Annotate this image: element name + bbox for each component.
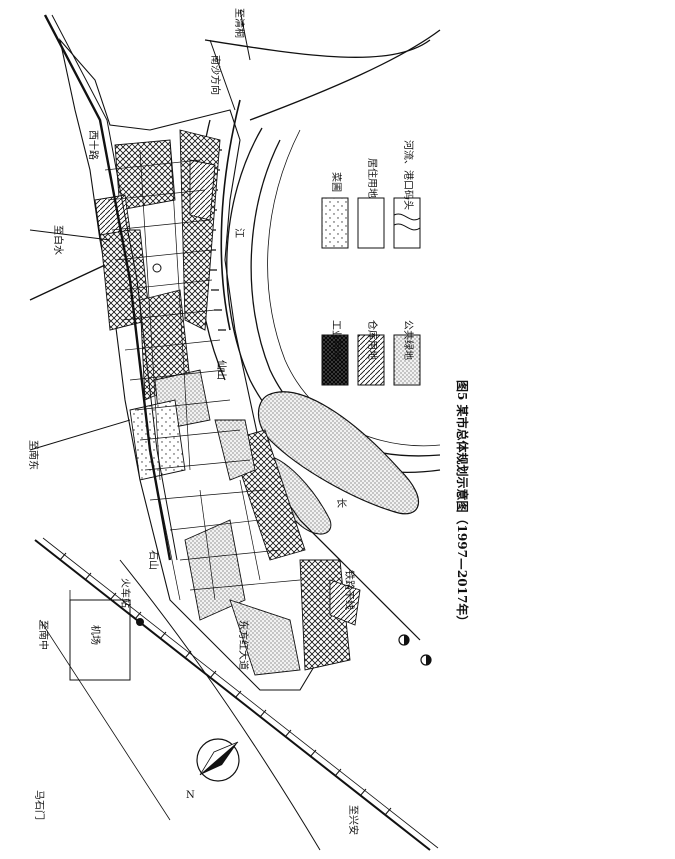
label-river-1: 江 — [233, 228, 245, 238]
figure-caption: 图5 某市总体规划示意图（1997—2017年） — [455, 380, 470, 627]
legend-label-industrial: 工业用地 — [330, 320, 343, 360]
label-area-5: 马石门 — [33, 790, 46, 820]
label-road-9: 至南中 — [37, 620, 50, 650]
legend-label-residential: 居住用地 — [366, 158, 379, 198]
zone-green-2 — [184, 519, 246, 621]
legend-swatch-vegetable — [321, 197, 349, 249]
power-plant-marker — [136, 618, 144, 626]
place-labels: 江 长 至清桐 南沙方向 西十路 至白水 至南东 石山 火车站 仙山 机场 东方… — [27, 8, 360, 835]
legend-swatch-green — [393, 334, 421, 386]
town-circle-marker — [152, 263, 162, 273]
legend — [321, 197, 421, 386]
legend-swatch-residential — [357, 197, 385, 249]
north-label: N — [186, 790, 195, 801]
legend-labels: 工业用地 仓库用地 公共绿地 菜圃 居住用地 河流、港口码头 — [330, 140, 415, 360]
label-road-5: 至南东 — [27, 440, 40, 470]
label-island: 长 — [335, 498, 347, 508]
legend-label-warehouse: 仓库用地 — [366, 320, 379, 360]
legend-label-green: 公共绿地 — [402, 320, 415, 360]
land-use-zones — [94, 129, 361, 676]
zone-green-3 — [229, 599, 301, 676]
main-railway — [34, 537, 439, 851]
legend-label-vegetable: 菜圃 — [330, 172, 342, 192]
legend-label-river: 河流、港口码头 — [402, 140, 415, 210]
label-road-4: 西十路 — [87, 130, 100, 160]
label-area-3: 火车站 — [119, 578, 132, 608]
legend-swatch-river — [393, 197, 421, 249]
zone-green-river — [214, 419, 256, 481]
airport-block — [69, 599, 131, 681]
legend-swatch-warehouse — [357, 334, 385, 386]
label-area-6: 仙山 — [215, 360, 228, 380]
zone-warehouse-2 — [329, 579, 361, 626]
legend-swatch-industrial — [321, 334, 349, 386]
port-markers — [398, 634, 432, 666]
label-road-2: 南沙方向 — [209, 55, 222, 95]
label-area-1: 机场 — [89, 625, 102, 645]
label-road-10: 至兴安 — [347, 805, 360, 835]
street-grid — [104, 139, 301, 601]
north-arrow — [196, 738, 240, 782]
label-road-6: 石山 — [147, 550, 159, 570]
label-road-1: 至清桐 — [233, 8, 246, 38]
label-road-8: 铁路干线 — [343, 570, 356, 610]
label-road-3: 至白水 — [52, 225, 65, 255]
zone-industrial-north — [114, 139, 176, 211]
main-lines — [29, 9, 251, 561]
label-road-7: 东方红大道 — [237, 620, 250, 670]
river-island — [257, 391, 419, 515]
